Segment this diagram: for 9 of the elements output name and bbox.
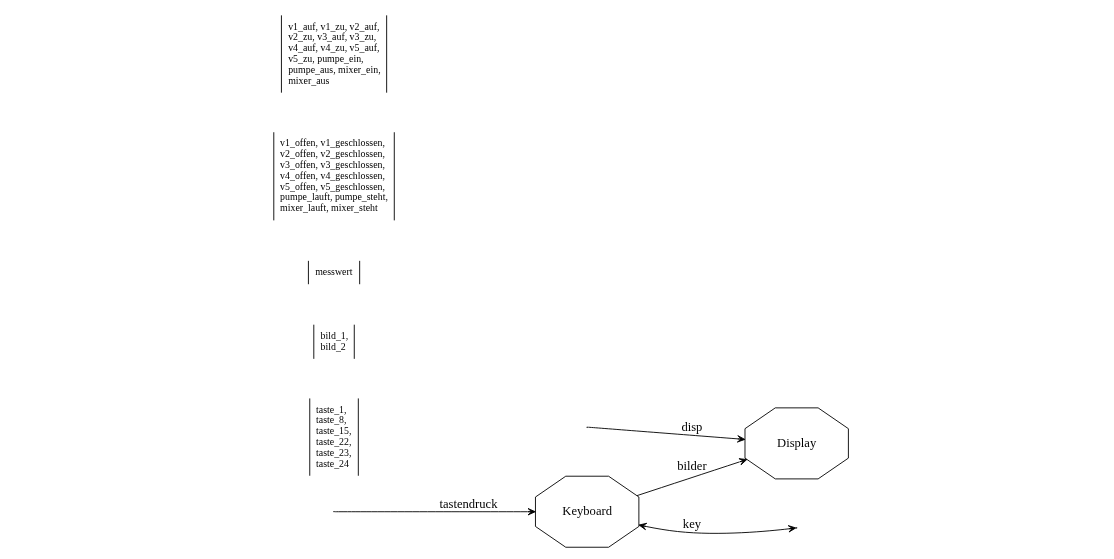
edge-label: disp [680,419,702,434]
edge-label: key [682,517,701,532]
label: bild_1, bild_2 [320,329,348,352]
label: taste_1, taste_8, taste_15, taste_22, taste_23, taste_24 [315,403,351,469]
edge-label: tastendruck [438,497,497,512]
label: v1_offen, v1_geschlossen, v2_offen, v2_geschlossen, v3_offen, v3_geschlossen, v4_offen, v4_geschlossen, v5_offen, v5_geschlossen, pumpe_lauft, pumpe_steht, mixer_lauft, mixer_steht [279,137,388,214]
label: v1_auf, v1_zu, v2_auf, v2_zu, v3_auf, v3_zu, v4_auf, v4_zu, v5_auf, v5_zu, pumpe_ein, pumpe_aus, mixer_ein, mixer_aus [287,20,381,86]
edge-label: bilder [676,458,707,473]
label: messwert [314,266,352,278]
